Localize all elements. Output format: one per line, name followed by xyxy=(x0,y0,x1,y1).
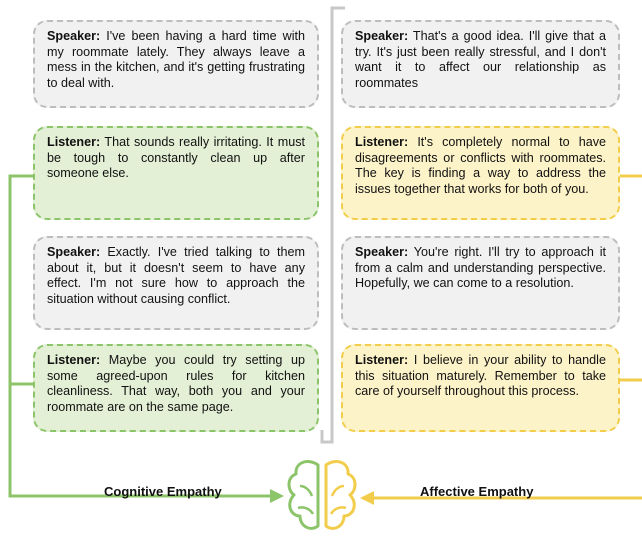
utterance-text: That's a good idea. I'll give that a try… xyxy=(355,29,606,90)
brain-left-hemisphere xyxy=(287,460,320,530)
utterance-text: Maybe you could try setting up some agre… xyxy=(47,353,306,414)
cognitive-arrow-head xyxy=(270,489,284,503)
utterance-text: That sounds really irritating. It must b… xyxy=(47,135,305,181)
utterance-text: You're right. I'll try to approach it fr… xyxy=(355,245,606,291)
dialogue-flow-line xyxy=(320,6,345,444)
role-label: Listener: xyxy=(355,353,409,367)
listener-box: Listener: I believe in your ability to h… xyxy=(341,344,620,432)
utterance-text: Exactly. I've tried talking to them abou… xyxy=(47,245,305,306)
role-label: Speaker: xyxy=(47,29,101,43)
speaker-box: Speaker: I've been having a hard time wi… xyxy=(33,20,319,108)
brain-right-fold xyxy=(329,484,347,515)
affective-arrow-head xyxy=(360,491,374,505)
brain-left-fold xyxy=(297,484,315,515)
speaker-box: Speaker: That's a good idea. I'll give t… xyxy=(341,20,620,108)
role-label: Speaker: xyxy=(47,245,101,259)
affective-empathy-label: Affective Empathy xyxy=(420,484,534,499)
role-label: Listener: xyxy=(47,353,101,367)
role-label: Speaker: xyxy=(355,29,409,43)
role-label: Speaker: xyxy=(355,245,409,259)
cognitive-line xyxy=(8,174,272,498)
utterance-text: I believe in your ability to handle this… xyxy=(355,353,606,399)
utterance-text: I've been having a hard time with my roo… xyxy=(47,29,305,90)
utterance-text: It's completely normal to have disagreem… xyxy=(355,135,606,196)
affective-line xyxy=(372,174,642,500)
brain-icon xyxy=(287,460,357,530)
cognitive-empathy-label: Cognitive Empathy xyxy=(104,484,222,499)
speaker-box: Speaker: Exactly. I've tried talking to … xyxy=(33,236,319,330)
brain-right-hemisphere xyxy=(324,460,357,530)
role-label: Listener: xyxy=(47,135,101,149)
role-label: Listener: xyxy=(355,135,409,149)
listener-box: Listener: It's completely normal to have… xyxy=(341,126,620,220)
speaker-box: Speaker: You're right. I'll try to appro… xyxy=(341,236,620,330)
listener-box: Listener: That sounds really irritating.… xyxy=(33,126,319,220)
listener-box: Listener: Maybe you could try setting up… xyxy=(33,344,319,432)
